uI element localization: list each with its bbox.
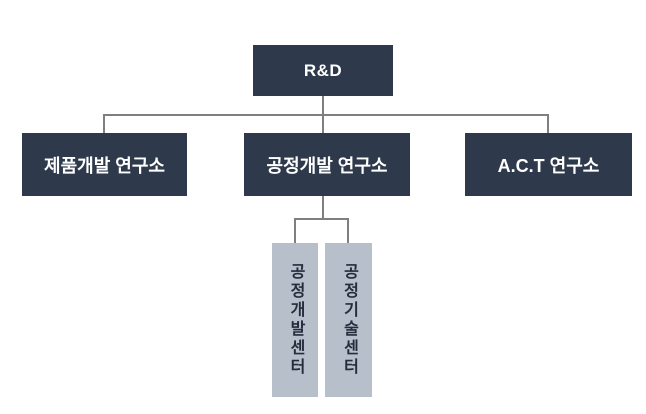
org-node-act-institute: A.C.T 연구소 [465, 133, 632, 196]
org-node-process-dev-center-label: 공정개발센터 [287, 263, 304, 377]
connector-level3-right-stub [347, 218, 349, 243]
connector-level2-right-stub [547, 114, 549, 133]
connector-level2-horizontal [103, 114, 549, 116]
org-node-product-dev-institute: 제품개발 연구소 [22, 133, 187, 196]
connector-level3-horizontal [294, 218, 349, 220]
org-node-process-dev-center: 공정개발센터 [272, 243, 318, 397]
org-node-product-dev-label: 제품개발 연구소 [44, 155, 165, 176]
org-node-process-tech-center: 공정기술센터 [325, 243, 372, 397]
connector-level2-left-stub [103, 114, 105, 133]
org-node-process-dev-label: 공정개발 연구소 [266, 155, 388, 176]
org-node-process-dev-institute: 공정개발 연구소 [244, 133, 410, 196]
org-node-rd: R&D [253, 45, 393, 96]
org-node-rd-label: R&D [303, 60, 343, 80]
connector-level3-left-stub [294, 218, 296, 243]
org-node-process-tech-center-label: 공정기술센터 [340, 263, 358, 377]
connector-middle-drop [322, 196, 324, 220]
org-node-act-label: A.C.T 연구소 [497, 155, 600, 176]
